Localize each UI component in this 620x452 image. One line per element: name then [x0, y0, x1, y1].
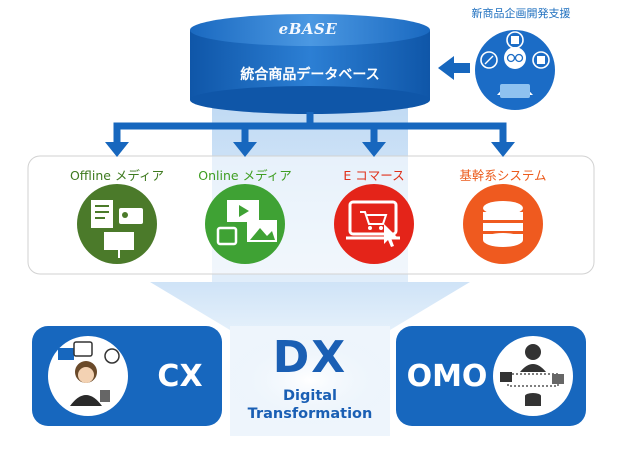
support-label: 新商品企画開発支援 — [471, 7, 571, 20]
cx-box — [32, 326, 222, 426]
dx-subtitle: Digital Transformation — [230, 387, 390, 423]
branch-connector — [113, 112, 507, 144]
omo-box — [396, 326, 586, 426]
dx-title: DX — [272, 332, 348, 383]
support-icon — [475, 30, 555, 110]
support-arrow — [438, 56, 470, 80]
category-label-online: Online メディア — [198, 168, 292, 183]
category-label-ecommerce: E コマース — [343, 168, 405, 183]
database-cylinder — [190, 14, 430, 114]
cx-label: CX — [157, 359, 203, 394]
dx-subtitle-line1: Digital — [282, 388, 338, 404]
categories-panel — [27, 155, 595, 275]
dx-subtitle-line2: Transformation — [247, 406, 373, 422]
online-media-icon — [205, 184, 285, 264]
offline-media-icon — [77, 184, 157, 264]
system-database-icon — [463, 184, 543, 264]
database-title: 統合商品データベース — [240, 67, 380, 83]
category-label-system: 基幹系システム — [459, 168, 547, 183]
category-label-offline: Offline メディア — [69, 168, 165, 183]
branch-arrowheads — [105, 142, 515, 157]
ecommerce-icon — [334, 184, 414, 264]
omo-label: OMO — [406, 359, 488, 394]
ebase-brand-logo: eBASE — [278, 20, 338, 38]
